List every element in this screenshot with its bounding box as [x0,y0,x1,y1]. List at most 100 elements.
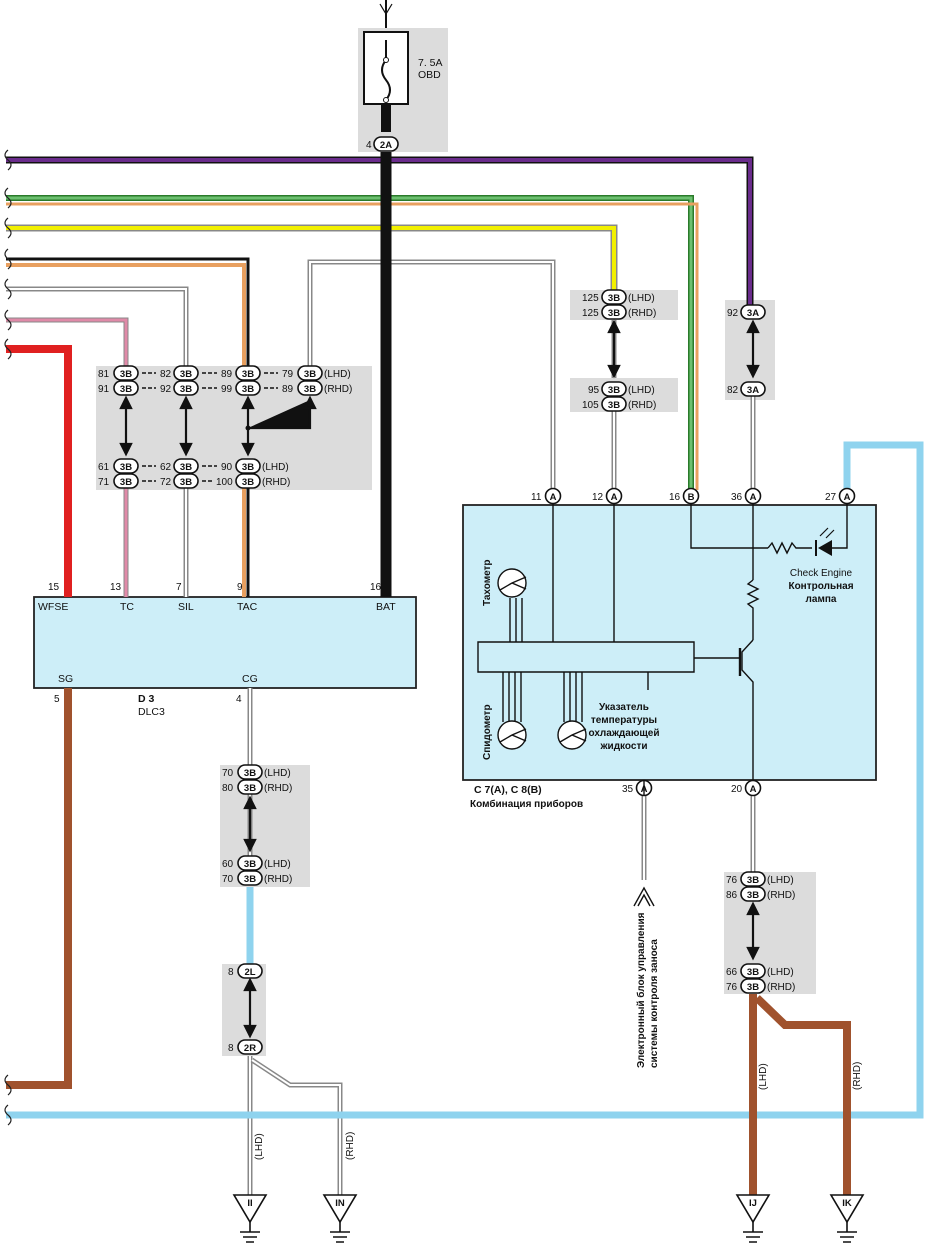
dlc3-terminal-sg: SG [58,673,73,685]
variant-lhd: (LHD) [767,875,794,886]
dlc3-terminal-tc: TC [120,601,134,613]
svg-text:62: 62 [160,462,172,473]
connector-3b: 3B [304,384,316,395]
connector-3b: 3B [304,369,316,380]
connector-3b: 3B [244,874,256,885]
cluster-pin-11: 11 [531,492,542,503]
svg-text:86: 86 [726,890,738,901]
connector-3b: 3B [242,384,254,395]
connector-3b: 3B [120,462,132,473]
dlc3-id: D 3 [138,693,155,705]
ecu-label-1: Электронный блок управления [635,912,647,1068]
ground-in: IN [335,1198,345,1209]
connector-2l: 2L [244,967,255,978]
ground-symbols [232,1194,865,1243]
svg-text:105: 105 [582,400,599,411]
ground-ij: IJ [749,1198,757,1209]
connector-3b: 3B [608,293,620,304]
svg-text:70: 70 [222,768,234,779]
variant-lhd: (LHD) [628,293,655,304]
dlc3-pin-tc: 13 [110,582,122,593]
dlc3-terminal-bat: BAT [376,601,396,613]
temp-gauge-label-4: жидкости [599,741,647,752]
connector-3b: 3B [120,384,132,395]
dlc3-terminal-tac: TAC [237,601,258,613]
connector-3b: 3B [180,384,192,395]
svg-text:81: 81 [98,369,110,380]
temp-gauge-label-3: охлаждающей [588,728,659,739]
svg-text:82: 82 [160,369,172,380]
variant-lhd: (LHD) [628,385,655,396]
wire-variant-rhd: (RHD) [852,1062,863,1090]
double-arrows [119,319,760,1039]
check-engine-led-icon [815,527,835,556]
connector-3b: 3B [244,768,256,779]
splice-point [245,425,251,431]
svg-text:100: 100 [216,477,233,488]
connector-3b: 3B [747,967,759,978]
svg-text:76: 76 [726,982,738,993]
cluster-pin-16: 16 [669,492,681,503]
meter-internals [477,503,848,796]
svg-text:8: 8 [228,967,234,978]
connector-a: A [750,784,757,795]
connector-3b: 3B [242,477,254,488]
svg-text:72: 72 [160,477,172,488]
connector-a: A [750,492,757,503]
svg-text:60: 60 [222,859,234,870]
svg-text:89: 89 [221,369,233,380]
connector-3b: 3B [180,477,192,488]
wire-variant-lhd: (LHD) [254,1133,265,1160]
svg-text:92: 92 [727,308,739,319]
dlc3-terminal-cg: CG [242,673,258,685]
dlc3-pin-cg: 4 [236,694,242,705]
variant-rhd: (RHD) [767,982,795,993]
dlc3-pin-sil: 7 [176,582,182,593]
variant-lhd: (LHD) [262,462,289,473]
ground-ik: IK [842,1198,852,1209]
pin-numbers: 4 81 91 82 92 89 99 79 89 61 71 62 72 90… [98,140,739,1054]
fuse-rating: 7. 5A [418,57,443,69]
fuse-name: OBD [418,69,441,81]
svg-text:76: 76 [726,875,738,886]
svg-text:92: 92 [160,384,172,395]
variant-lhd: (LHD) [264,859,291,870]
connector-3b: 3B [747,875,759,886]
variant-rhd: (RHD) [628,400,656,411]
temp-gauge-label-2: температуры [591,715,657,726]
connector-b: B [688,492,695,503]
dlc3-pin-sg: 5 [54,694,60,705]
connector-3a: 3A [747,385,759,396]
connector-3b: 3B [244,859,256,870]
connector-3a: 3A [747,308,759,319]
wire-variant-lhd: (LHD) [758,1063,769,1090]
svg-text:125: 125 [582,308,599,319]
variant-rhd: (RHD) [324,384,352,395]
connector-a: A [611,492,618,503]
svg-text:90: 90 [221,462,233,473]
svg-text:61: 61 [98,462,110,473]
speedometer-label: Спидометр [482,704,493,760]
svg-text:95: 95 [588,385,600,396]
svg-text:80: 80 [222,783,234,794]
svg-text:125: 125 [582,293,599,304]
svg-text:8: 8 [228,1043,234,1054]
dlc3-terminal-sil: SIL [178,601,194,613]
svg-text:91: 91 [98,384,110,395]
svg-text:66: 66 [726,967,738,978]
variant-lhd: (LHD) [324,369,351,380]
svg-text:71: 71 [98,477,110,488]
variant-lhd: (LHD) [767,967,794,978]
connector-3b: 3B [180,369,192,380]
svg-text:79: 79 [282,369,294,380]
cluster-pin-36: 36 [731,492,743,503]
connector-2a: 2A [380,140,392,151]
svg-text:99: 99 [221,384,233,395]
cluster-pin-20: 20 [731,784,743,795]
harness-breaks [4,149,12,1126]
connector-3b: 3B [747,890,759,901]
connector-3b: 3B [120,369,132,380]
connector-3b: 3B [120,477,132,488]
connector-3b: 3B [608,400,620,411]
